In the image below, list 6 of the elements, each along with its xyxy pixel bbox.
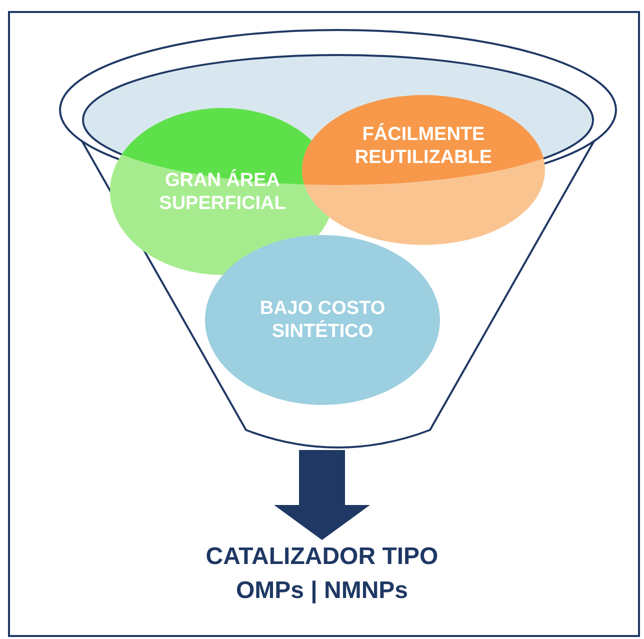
feature-label: BAJO COSTO SINTÉTICO [258, 297, 386, 343]
output-heading: CATALIZADOR TIPO [204, 542, 440, 572]
output-subtitle: OMPs | NMNPs [234, 576, 410, 606]
feature-label: FÁCILMENTE REUTILIZABLE [354, 123, 494, 169]
feature-label: GRAN ÁREA SUPERFICIAL [158, 168, 287, 214]
arrow [274, 450, 370, 540]
